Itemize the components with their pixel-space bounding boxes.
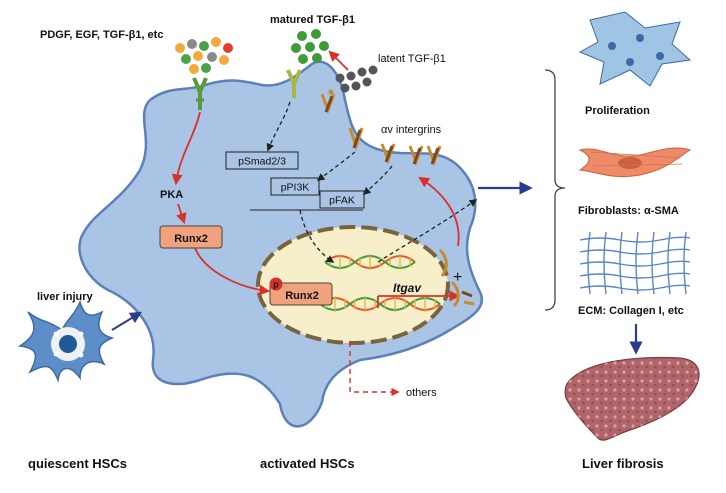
runx2-cytoplasm-label: Runx2	[174, 233, 208, 245]
latent-to-matured-arrow	[328, 50, 349, 71]
activated-hscs-caption: activated HSCs	[260, 456, 355, 471]
liver-injury-label: liver injury	[37, 291, 94, 303]
av-integrins-icon	[348, 127, 442, 167]
integrin-right-icon	[438, 248, 475, 308]
fibroblast-icon	[578, 147, 692, 178]
itgav-label: Itgav	[393, 281, 422, 295]
ppi3k-label: pPI3K	[281, 182, 310, 194]
growth-factor-molecules-icon	[175, 37, 233, 74]
pfak-label: pFAK	[329, 195, 355, 207]
runx2-nucleus-label: Runx2	[285, 290, 319, 302]
signaling-to-dna-arrow	[299, 209, 335, 263]
phospho-label: p	[273, 280, 279, 290]
latent-tgf-molecules-icon	[335, 65, 378, 93]
others-label: others	[406, 387, 437, 399]
others-arrow	[349, 342, 400, 397]
integrin-top-icon	[320, 89, 336, 115]
receptor-to-pka-arrow	[171, 111, 201, 186]
psmad-box	[225, 151, 299, 170]
av-integrins-label: αv intergrins	[381, 124, 442, 136]
matured-tgf-molecules-icon	[291, 29, 329, 64]
growth-factors-label: PDGF, EGF, TGF-β1, etc	[40, 29, 163, 41]
proliferation-label: Proliferation	[585, 105, 650, 117]
integrin-to-pfak-arrow	[362, 165, 393, 196]
quiescent-hsc-icon	[17, 299, 115, 383]
proliferation-cells-icon	[578, 11, 692, 87]
integrin-to-ppi3k-arrow	[316, 151, 356, 181]
liver-fibrosis-caption: Liver fibrosis	[582, 456, 664, 471]
runx2-nucleus-box	[269, 282, 333, 306]
ecm-grid-icon	[579, 231, 691, 295]
runx2-cytoplasm-box	[159, 225, 223, 249]
phospho-marker	[269, 277, 283, 291]
activated-hsc-cell	[78, 60, 484, 428]
pka-label: PKA	[160, 189, 183, 201]
matured-tgf-label: matured TGF-β1	[270, 14, 355, 26]
dna-to-output-arrow	[377, 199, 478, 263]
growth-factor-receptor-icon	[192, 77, 208, 110]
quiescent-to-activated-arrow	[111, 311, 143, 331]
fibrotic-liver-icon	[564, 356, 700, 441]
psmad-label: pSmad2/3	[238, 156, 286, 168]
tgf-receptor-icon	[286, 69, 302, 98]
quiescent-hscs-caption: quiescent HSCs	[28, 456, 127, 471]
latent-tgf-label: latent TGF-β1	[378, 53, 446, 65]
runx2-to-nucleus-arrow	[194, 247, 271, 296]
ecm-label: ECM: Collagen I, etc	[578, 305, 684, 317]
tgf-to-psmad-arrow	[266, 101, 291, 152]
pfak-box	[319, 190, 365, 209]
fibroblasts-label: Fibroblasts: α-SMA	[578, 205, 679, 217]
ppi3k-box	[270, 177, 320, 196]
pka-to-runx2-arrow	[176, 203, 187, 225]
outcomes-brace	[544, 69, 566, 311]
plus-symbol: +	[453, 269, 462, 286]
integrin-feedback-arrow	[418, 176, 460, 247]
